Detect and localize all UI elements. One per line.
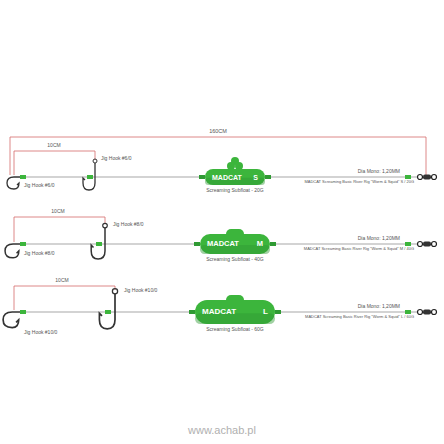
float-label: Screaming Subfloat - 40G xyxy=(206,257,264,263)
subfloat-body: MADCAT L xyxy=(195,300,275,324)
dimension-label: 10CM xyxy=(47,143,60,149)
size-letter: L xyxy=(263,308,268,316)
subfloat-body: MADCAT M xyxy=(200,234,270,254)
hook-label: Jig Hook #6/0 xyxy=(101,156,132,162)
rig xyxy=(7,151,437,190)
rig xyxy=(5,217,436,259)
subfloat-body: MADCAT S xyxy=(205,169,265,185)
hook-label: Jig Hook #6/0 xyxy=(24,183,55,189)
watermark: www.achab.pl xyxy=(188,424,256,436)
float-label: Screaming Subfloat - 60G xyxy=(206,327,264,333)
brand-text: MADCAT xyxy=(202,308,236,316)
size-letter: M xyxy=(257,240,263,248)
line-spec: Dia Mono: 1,20MM xyxy=(358,236,400,242)
float-label: Screaming Subfloat - 20G xyxy=(206,188,264,194)
rig xyxy=(3,286,436,329)
product-name: MADCAT Screaming Basic River Rig "Worm &… xyxy=(304,180,414,184)
dimension-label: 160CM xyxy=(209,128,227,134)
brand-text: MADCAT xyxy=(212,174,242,181)
size-letter: S xyxy=(253,174,258,181)
dimension-label: 10CM xyxy=(51,209,64,215)
hook-label: Jig Hook #10/0 xyxy=(124,288,157,294)
brand-text: MADCAT xyxy=(207,240,239,248)
hook-label: Jig Hook #8/0 xyxy=(113,222,144,228)
line-spec: Dia Mono: 1,20MM xyxy=(358,169,400,175)
hook-label: Jig Hook #10/0 xyxy=(24,330,57,336)
dimension-label: 10CM xyxy=(55,278,68,284)
line-spec: Dia Mono: 1,20MM xyxy=(358,304,400,310)
hook-label: Jig Hook #8/0 xyxy=(24,251,55,257)
product-name: MADCAT Screaming Basic River Rig "Worm &… xyxy=(305,315,414,319)
product-name: MADCAT Screaming Basic River Rig "Worm &… xyxy=(304,247,414,251)
